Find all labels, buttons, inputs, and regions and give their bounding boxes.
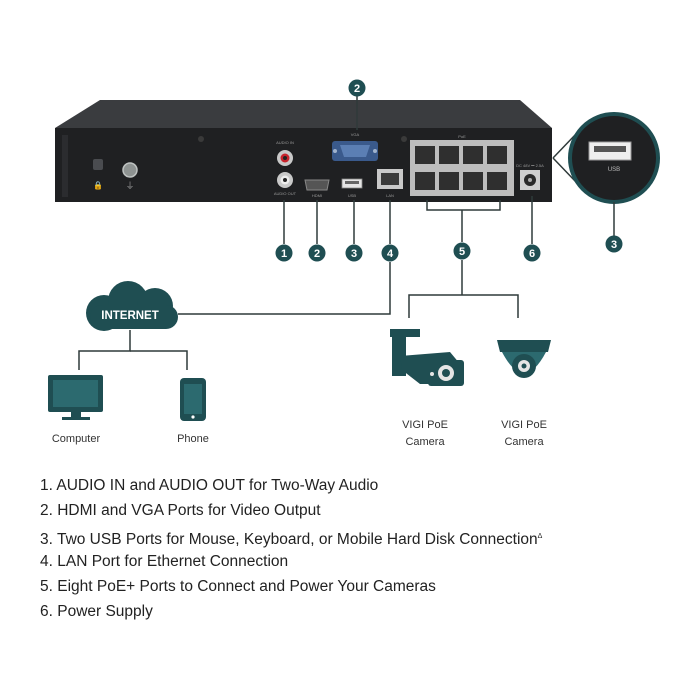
turret-camera-label-1: VIGI PoE [501, 419, 547, 431]
lock-icon: 🔒 [93, 181, 103, 190]
legend-note-mark: Δ [537, 532, 543, 540]
bullet-camera-label-2: Camera [405, 436, 445, 448]
callout-5: 5 [459, 246, 465, 258]
turret-camera-label-2: Camera [504, 436, 544, 448]
internet-cloud-icon [86, 281, 178, 331]
computer-label: Computer [52, 433, 101, 445]
turret-camera-icon [497, 340, 551, 378]
callout-2-top-text: 2 [354, 83, 360, 95]
callout-3-zoom: 3 [611, 239, 617, 251]
vga-label: VGA [351, 132, 360, 137]
bullet-camera-label-1: VIGI PoE [402, 419, 448, 431]
audio-in-label: AUDIO IN [276, 140, 294, 145]
callout-3: 3 [351, 248, 357, 260]
legend-item-5: 5. Eight PoE+ Ports to Connect and Power… [40, 578, 436, 596]
legend-item-4: 4. LAN Port for Ethernet Connection [40, 552, 289, 570]
phone-icon [180, 378, 206, 421]
bullet-camera-icon [390, 329, 464, 386]
computer-icon [48, 375, 103, 420]
callout-1: 1 [281, 248, 287, 260]
legend-item-2: 2. HDMI and VGA Ports for Video Output [40, 502, 321, 520]
nvr-top [55, 100, 552, 128]
poe-label: PoE [458, 134, 466, 139]
feature-legend: 1. AUDIO IN and AUDIO OUT for Two-Way Au… [40, 473, 680, 625]
internet-label: INTERNET [101, 310, 159, 322]
ground-screw-icon [122, 162, 138, 178]
audio-out-label: AUDIO OUT [274, 191, 297, 196]
lock-slot-icon [93, 159, 103, 170]
lan-label: LAN [386, 193, 394, 198]
callout-2-top [348, 79, 366, 97]
phone-label: Phone [177, 433, 209, 445]
ground-icon: ⏚ [125, 181, 134, 192]
callouts [275, 242, 541, 262]
hdmi-label: HDMI [312, 193, 322, 198]
legend-item-1: 1. AUDIO IN and AUDIO OUT for Two-Way Au… [40, 477, 379, 494]
usb-label: USB [348, 193, 357, 198]
dc-label: DC 48V ⎓ 2.5A [516, 163, 544, 168]
callout-2: 2 [314, 248, 320, 260]
hdmi-port [304, 179, 330, 191]
legend-item-3: 3. Two USB Ports for Mouse, Keyboard, or… [40, 530, 543, 548]
legend-item-6: 6. Power Supply [40, 603, 153, 621]
callout-4: 4 [387, 248, 394, 260]
callout-6: 6 [529, 248, 535, 260]
usb-zoom-label: USB [608, 167, 620, 173]
